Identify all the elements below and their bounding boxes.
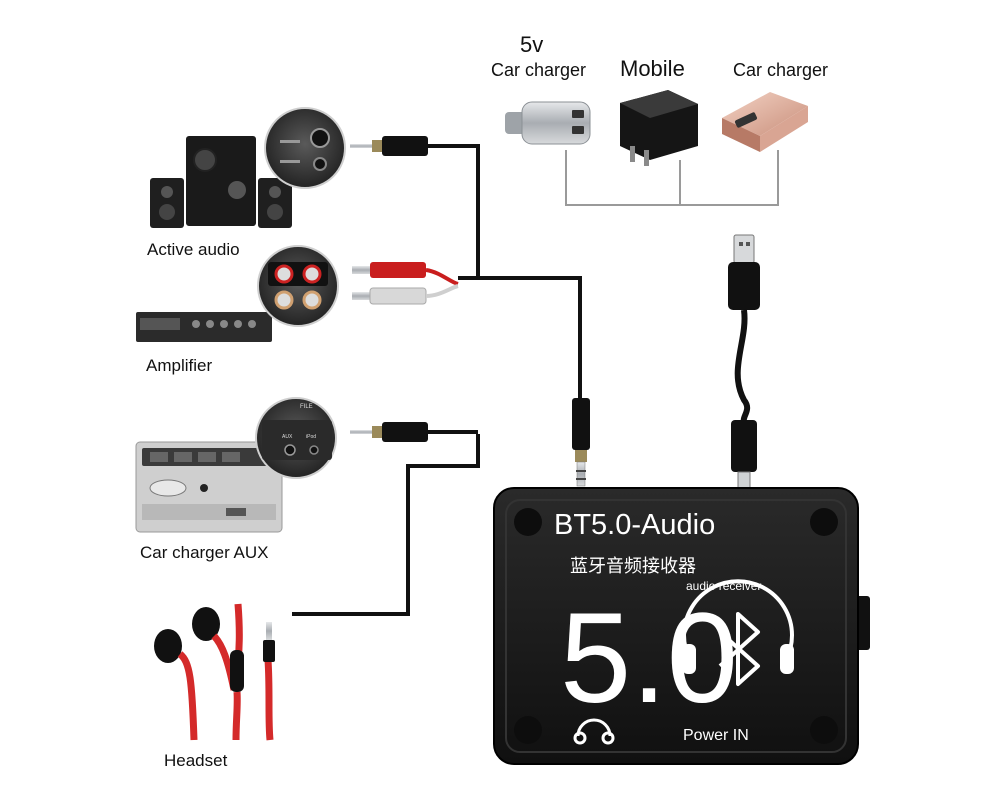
rca-cable-plug: [352, 262, 459, 305]
power-in-label: Power IN: [683, 727, 749, 744]
car-charger-5v-icon: [505, 101, 591, 145]
amplifier-icon: [136, 312, 272, 342]
usb-plug-icon: [733, 234, 755, 264]
car-aux-zoom: FILE AUX iPod: [255, 397, 337, 479]
audio-bus-wires: [292, 144, 582, 616]
micro-usb-icon: [737, 471, 751, 489]
aux-jack-to-module: [572, 398, 590, 487]
bluetooth-icon: [682, 579, 794, 686]
mobile-label: Mobile: [620, 56, 685, 81]
active-audio-label: Active audio: [147, 240, 240, 259]
usb-power-cable: [728, 234, 760, 489]
aux-panel-file: FILE: [300, 404, 313, 410]
module-title: BT5.0-Audio: [554, 509, 715, 541]
mobile-charger-icon: [620, 90, 698, 166]
active-audio-device: Active audio: [147, 107, 428, 259]
amplifier-label: Amplifier: [146, 356, 212, 375]
aux-cable-plug-2: [350, 422, 428, 442]
bt-module: BT5.0-Audio 蓝牙音频接收器 audio receiver 5.0 P…: [493, 487, 870, 765]
car-5v-label-line1: 5v: [520, 32, 543, 57]
amplifier-device: Amplifier: [136, 245, 459, 375]
car-aux-label: Car charger AUX: [140, 543, 269, 562]
car-aux-device: FILE AUX iPod Car charger AUX: [135, 397, 428, 562]
car-charger-label: Car charger: [733, 60, 828, 80]
car-radio-icon: [135, 441, 283, 533]
charger-connector-line: [565, 150, 779, 206]
car-charger-icon: [722, 92, 808, 152]
aux-cable-plug-1: [350, 136, 428, 156]
active-audio-zoom: [264, 107, 346, 189]
headphone-icon: [573, 718, 615, 745]
aux-panel-ipod: iPod: [306, 434, 316, 440]
aux-panel-aux: AUX: [282, 434, 293, 440]
module-chinese-label: 蓝牙音频接收器: [570, 556, 696, 577]
headset-icon: [154, 603, 275, 741]
headset-device: Headset: [154, 603, 275, 770]
car-5v-label-line2: Car charger: [491, 60, 586, 80]
headset-label: Headset: [164, 751, 228, 770]
speaker-icon: [150, 136, 292, 228]
amplifier-zoom: [257, 245, 339, 327]
module-big-number: 5.0: [560, 587, 738, 730]
chargers-group: 5v Car charger Mobile Car charger: [491, 32, 828, 206]
